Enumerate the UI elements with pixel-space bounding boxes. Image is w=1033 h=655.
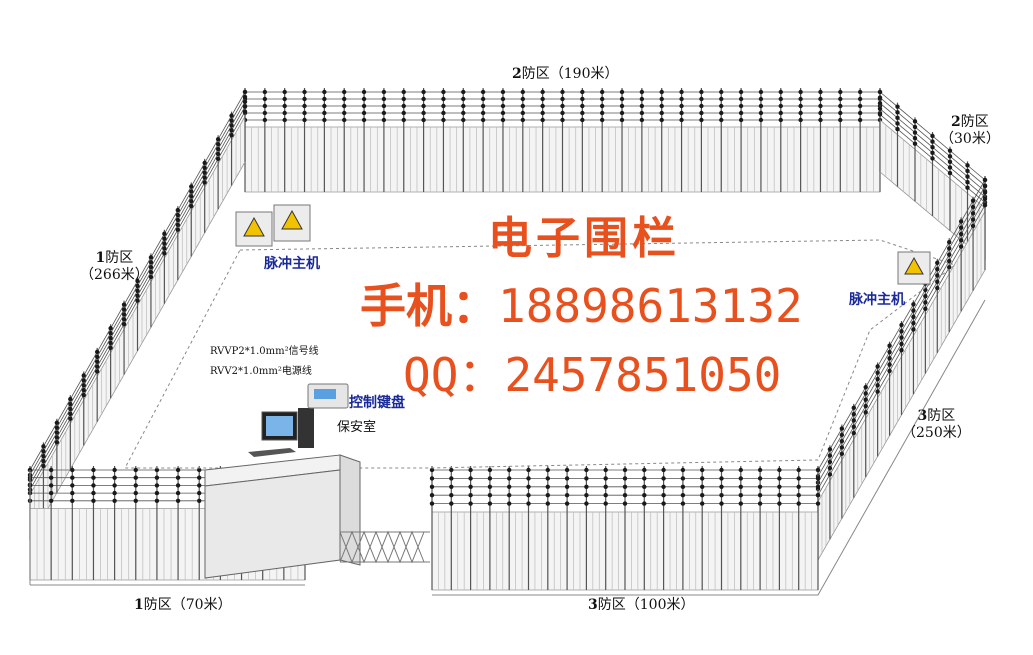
sliding-gate [339, 530, 430, 564]
cable-route [124, 239, 957, 469]
fence-top [242, 88, 883, 193]
promo-phone-row: 手机：18898613132 [360, 283, 803, 329]
fence-right [815, 176, 988, 562]
power-cable-label: RVV2*1.0mm²电源线 [210, 366, 312, 377]
phone-label: 手机： [360, 279, 498, 333]
guard-room-label: 保安室 [337, 420, 377, 435]
qq-label: QQ： [403, 348, 505, 402]
promo-qq-row: QQ：2457851050 [403, 352, 781, 398]
zone-label-bottom-left: 1防区（70米） [134, 597, 232, 613]
ground-outline [29, 299, 986, 596]
control-keyboard-label: 控制键盘 [349, 395, 405, 411]
pulse-host-right-label: 脉冲主机 [849, 292, 905, 308]
signal-cable-label: RVVP2*1.0mm²信号线 [210, 346, 319, 357]
computer-icon [248, 408, 314, 457]
promo-title: 电子围栏 [488, 213, 680, 264]
fence-bottom-right [429, 466, 821, 591]
qq-number: 2457851050 [504, 348, 782, 402]
fence-layer [27, 88, 988, 596]
zone-label-right: 3防区 （250米） [902, 408, 971, 441]
zone-label-top: 2防区（190米） [512, 66, 619, 82]
pulse-host-left-label: 脉冲主机 [264, 256, 320, 272]
zone-label-bottom-right: 3防区（100米） [588, 597, 695, 613]
pulse-host-left-icon [235, 204, 311, 247]
fence-left [27, 88, 248, 542]
zone-label-left: 1防区 （266米） [80, 250, 149, 283]
pulse-host-right-icon [897, 251, 931, 285]
control-keyboard-icon [307, 383, 349, 409]
phone-number: 18898613132 [498, 279, 803, 333]
guard-room-building [204, 454, 361, 579]
zone-label-right-top: 2防区 （30米） [940, 114, 1000, 147]
